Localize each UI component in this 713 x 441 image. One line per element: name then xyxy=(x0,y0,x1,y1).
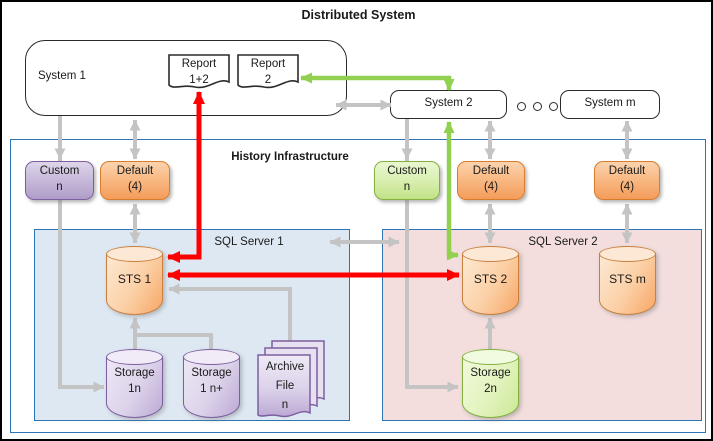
archive-file-stack xyxy=(257,340,325,418)
node-custom-left-label: Custom n xyxy=(39,165,80,193)
sql-server-1-label: SQL Server 1 xyxy=(214,236,284,248)
connector-storage1np-tee xyxy=(135,333,213,349)
stsm-label: STS m xyxy=(609,272,646,286)
report-2-label: Report 2 xyxy=(250,58,286,86)
ellipsis-dot xyxy=(549,102,558,111)
storage1n-cylinder: Storage 1n xyxy=(106,349,163,418)
connector-green-system2-sts2 xyxy=(443,121,459,261)
sts1-cylinder: STS 1 xyxy=(106,246,163,315)
system-m-label: System m xyxy=(584,97,636,109)
storage2n-label: Storage 2n xyxy=(470,367,511,395)
connector-custom-right-to-storage2n xyxy=(405,152,459,393)
report-2-document xyxy=(237,54,299,89)
node-default-right-1-label: Default (4) xyxy=(472,165,510,193)
report-1-2-label: Report 1+2 xyxy=(181,58,217,86)
sts1-label: STS 1 xyxy=(117,272,152,286)
ellipsis-dot xyxy=(517,102,526,111)
sql-server-2-label: SQL Server 2 xyxy=(528,236,598,248)
storage1n-label: Storage 1n xyxy=(114,367,155,395)
storage2n-cylinder: Storage 2n xyxy=(462,349,519,418)
ellipsis-dot xyxy=(533,102,542,111)
diagram-title: Distributed System xyxy=(301,8,416,22)
connector-red-sts1-report12 xyxy=(167,91,205,263)
sts2-cylinder: STS 2 xyxy=(462,246,519,315)
sts2-label: STS 2 xyxy=(473,272,508,286)
connector-custom-left-to-storage1n xyxy=(58,152,105,393)
report-1-2-document xyxy=(168,54,230,89)
system-1-label: System 1 xyxy=(38,70,86,82)
storage1np-label: Storage 1 n+ xyxy=(191,367,232,395)
node-custom-right: Custom n xyxy=(374,161,440,200)
archive-file-label: Archive File n xyxy=(265,361,305,411)
stsm-cylinder: STS m xyxy=(599,246,656,315)
system-2-box xyxy=(390,90,507,119)
node-default-right-2: Default (4) xyxy=(594,161,660,200)
node-default-right-1: Default (4) xyxy=(457,161,525,200)
node-default-left: Default (4) xyxy=(100,161,170,200)
history-infrastructure-label: History Infrastructure xyxy=(231,151,349,163)
system-m-box xyxy=(560,90,660,119)
system-2-label: System 2 xyxy=(424,97,473,109)
node-custom-left: Custom n xyxy=(25,161,94,200)
node-custom-right-label: Custom n xyxy=(387,165,427,193)
storage1np-cylinder: Storage 1 n+ xyxy=(183,349,240,418)
connector-green-report2-system2 xyxy=(300,72,455,91)
node-default-right-2-label: Default (4) xyxy=(608,165,646,193)
node-default-left-label: Default (4) xyxy=(116,165,154,193)
connector-archive-to-sts1 xyxy=(168,283,292,342)
